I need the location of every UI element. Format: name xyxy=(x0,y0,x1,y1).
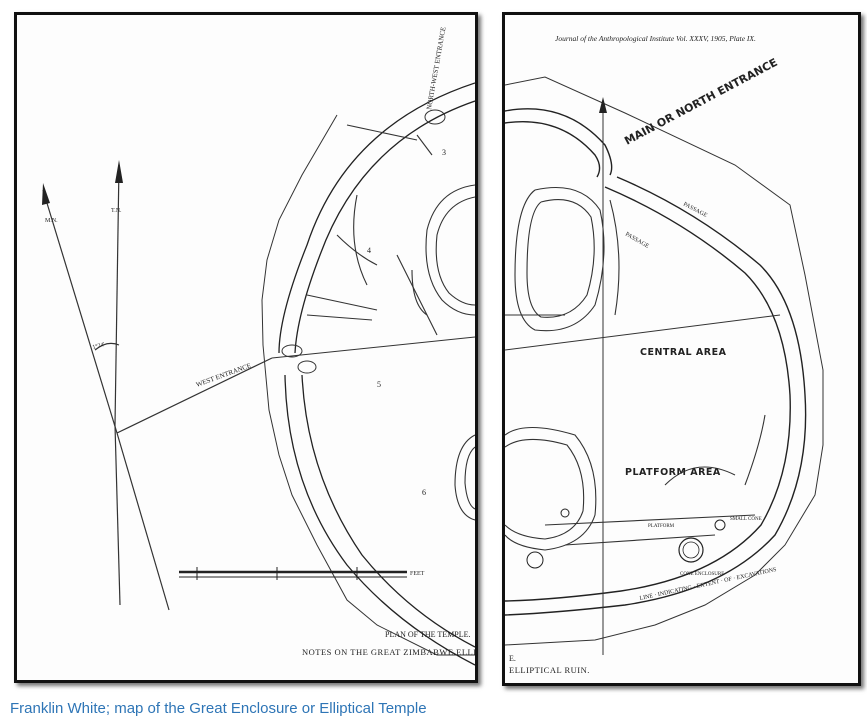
inner-enclosures xyxy=(306,124,475,521)
outer-hull xyxy=(505,76,824,646)
figure-caption: Franklin White; map of the Great Enclosu… xyxy=(10,700,427,717)
cone-enclosure-label: CONE ENCLOSURE xyxy=(680,572,724,577)
central-area-label: CENTRAL AREA xyxy=(640,347,727,358)
small-cone-label: SMALL CONE xyxy=(730,517,762,522)
great-wall xyxy=(505,108,807,616)
nw-entrance-buttress xyxy=(424,109,446,125)
area-number: 4 xyxy=(367,246,371,255)
outer-hull xyxy=(261,114,475,656)
west-entrance-label: WEST ENTRANCE xyxy=(195,362,252,389)
north-arrows xyxy=(42,160,273,611)
conical-tower xyxy=(678,537,704,563)
conical-tower-inner xyxy=(682,541,700,559)
arrow-mag-label: M.N. xyxy=(45,218,58,224)
circle-feature xyxy=(526,551,544,569)
passage-label: PASSAGE xyxy=(624,232,650,250)
left-map-panel: M.N. T.N. 1°24' xyxy=(14,12,478,683)
platform-area-label: PLATFORM AREA xyxy=(625,467,721,478)
arrow-true-label: T.N. xyxy=(111,208,122,214)
passage-label: PASSAGE xyxy=(682,201,708,219)
inner-enclosures xyxy=(505,186,766,551)
small-cone xyxy=(714,519,726,531)
notes-caption: NOTES ON THE GREAT ZIMBABWE ELLI xyxy=(302,647,475,657)
right-plan-drawing: Journal of the Anthropological Institute… xyxy=(505,34,824,675)
north-arrow-icon xyxy=(599,97,607,113)
plan-caption: PLAN OF THE TEMPLE. xyxy=(385,630,471,639)
area-number: 6 xyxy=(422,488,426,497)
right-map-panel: Journal of the Anthropological Institute… xyxy=(502,12,861,686)
left-plan-drawing: M.N. T.N. 1°24' xyxy=(42,26,475,666)
survey-line xyxy=(271,336,475,359)
survey-line xyxy=(505,314,781,351)
footer-left: E. xyxy=(509,654,516,663)
great-wall xyxy=(278,82,475,666)
scale-label: FEET xyxy=(410,571,425,577)
platform-label: PLATFORM xyxy=(648,524,675,529)
main-entrance-label: MAIN OR NORTH ENTRANCE xyxy=(622,56,779,148)
entrance-buttress-south xyxy=(297,360,317,374)
journal-header: Journal of the Anthropological Institute… xyxy=(555,34,756,43)
footer-fragment: ELLIPTICAL RUIN. xyxy=(509,665,590,675)
area-number: 3 xyxy=(442,148,446,157)
scale-bar xyxy=(179,567,407,580)
entrance-buttress-north xyxy=(281,344,303,358)
area-number: 5 xyxy=(377,380,381,389)
angle-label: 1°24' xyxy=(92,341,106,351)
circle-feature xyxy=(560,508,570,518)
